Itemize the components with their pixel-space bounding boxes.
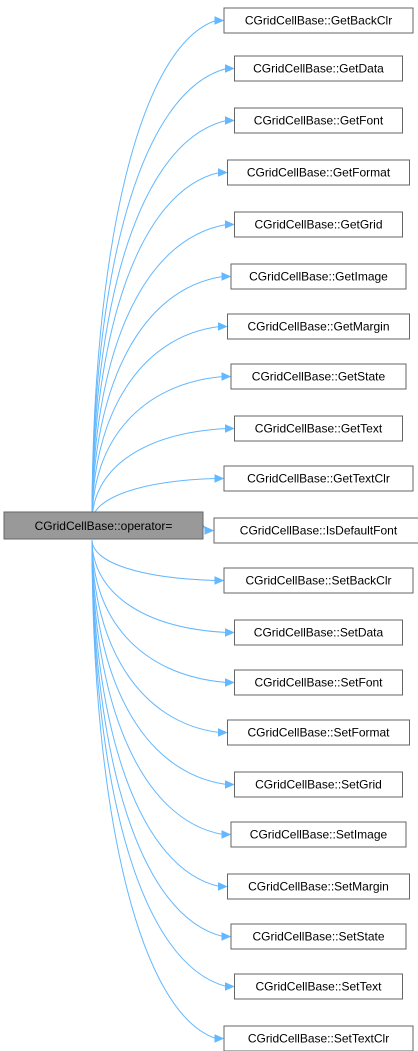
target-node-get-text[interactable]: CGridCellBase::GetText [234,415,403,442]
arrowhead [221,272,232,281]
target-node-label: CGridCellBase::SetData [254,626,384,640]
target-node-get-text-clr[interactable]: CGridCellBase::GetTextClr [223,465,414,492]
target-node-set-state[interactable]: CGridCellBase::SetState [230,923,407,950]
target-node-label: CGridCellBase::GetFormat [247,166,391,180]
target-node-get-back-clr[interactable]: CGridCellBase::GetBackClr [223,7,414,34]
arrowhead [214,474,225,483]
target-node-set-text[interactable]: CGridCellBase::SetText [234,973,403,1000]
target-node-is-default-font[interactable]: CGridCellBase::IsDefaultFont [213,517,418,544]
arrowhead [214,1034,225,1043]
target-node-get-font[interactable]: CGridCellBase::GetFont [234,107,403,134]
arrowhead [218,728,228,737]
call-edge [91,539,227,785]
target-node-label: CGridCellBase::SetTextClr [248,1032,389,1046]
target-node-get-format[interactable]: CGridCellBase::GetFormat [227,159,410,186]
target-node-label: CGridCellBase::GetGrid [254,218,382,232]
source-node-label: CGridCellBase::operator= [35,519,173,533]
arrowhead [218,322,228,331]
target-node-label: CGridCellBase::GetFont [254,114,384,128]
arrowhead [225,116,235,125]
target-node-label: CGridCellBase::SetBackClr [245,574,391,588]
target-node-label: CGridCellBase::SetText [255,980,382,994]
arrowhead [221,372,232,381]
target-node-set-text-clr[interactable]: CGridCellBase::SetTextClr [223,1025,414,1051]
source-node[interactable]: CGridCellBase::operator= [3,511,204,540]
call-edge [91,326,220,523]
call-edge [91,376,224,523]
call-edge [91,539,227,633]
arrowhead [225,780,235,789]
arrowhead [225,64,235,73]
target-node-get-image[interactable]: CGridCellBase::GetImage [230,263,407,290]
target-node-get-margin[interactable]: CGridCellBase::GetMargin [227,313,410,340]
target-node-set-image[interactable]: CGridCellBase::SetImage [230,821,407,848]
target-node-label: CGridCellBase::GetText [255,422,383,436]
target-node-set-margin[interactable]: CGridCellBase::SetMargin [227,873,410,900]
call-edge [91,539,224,937]
target-node-get-state[interactable]: CGridCellBase::GetState [230,363,407,390]
call-edges [91,16,235,1043]
graph-nodes: CGridCellBase::operator= CGridCellBase::… [3,7,418,1051]
arrowhead [225,628,235,637]
target-node-label: CGridCellBase::SetFormat [247,726,390,740]
target-node-label: CGridCellBase::SetMargin [248,880,389,894]
target-node-label: CGridCellBase::SetImage [250,828,388,842]
target-node-set-font[interactable]: CGridCellBase::SetFont [234,669,403,696]
arrowhead [225,424,235,433]
call-edge [91,539,220,887]
target-node-label: CGridCellBase::IsDefaultFont [240,524,398,538]
call-edge [91,539,227,683]
target-node-label: CGridCellBase::SetState [252,930,384,944]
call-edge [91,539,227,987]
arrowhead [214,16,225,25]
call-edge [91,172,220,523]
target-node-set-format[interactable]: CGridCellBase::SetFormat [227,719,410,746]
arrowhead [204,526,215,535]
target-node-get-grid[interactable]: CGridCellBase::GetGrid [234,211,403,238]
target-node-set-data[interactable]: CGridCellBase::SetData [234,619,403,646]
call-edge [91,539,224,835]
arrowhead [225,982,235,991]
call-edge [91,68,227,523]
arrowhead [221,830,232,839]
call-edge [91,120,227,523]
target-node-label: CGridCellBase::GetState [252,370,386,384]
target-node-set-grid[interactable]: CGridCellBase::SetGrid [234,771,403,798]
call-edge [91,539,217,581]
arrowhead [225,678,235,687]
arrowhead [221,932,232,941]
call-edge [91,276,224,523]
target-node-set-back-clr[interactable]: CGridCellBase::SetBackClr [223,567,414,594]
call-edge [91,539,217,1039]
target-node-label: CGridCellBase::GetMargin [247,320,389,334]
call-edge [91,539,220,733]
target-node-label: CGridCellBase::GetBackClr [245,14,392,28]
call-edge [91,428,227,523]
target-node-label: CGridCellBase::SetFont [254,676,383,690]
target-node-label: CGridCellBase::GetData [253,62,384,76]
target-node-get-data[interactable]: CGridCellBase::GetData [234,55,403,82]
arrowhead [225,220,235,229]
arrowhead [214,576,225,585]
target-node-label: CGridCellBase::GetTextClr [247,472,390,486]
target-node-label: CGridCellBase::SetGrid [255,778,382,792]
call-edge [91,224,227,523]
target-node-label: CGridCellBase::GetImage [249,270,388,284]
arrowhead [218,168,228,177]
arrowhead [218,882,228,891]
